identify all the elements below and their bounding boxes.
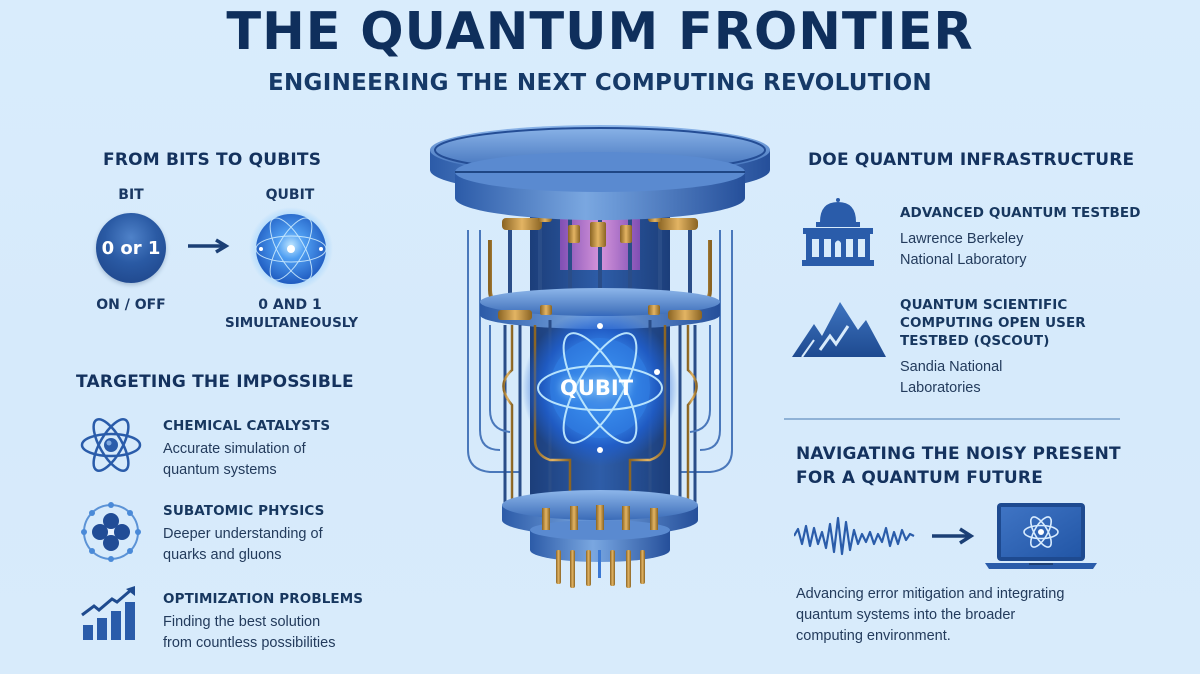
impossible-section-heading: TARGETING THE IMPOSSIBLE (76, 372, 354, 392)
item-title: OPTIMIZATION PROBLEMS (163, 591, 364, 607)
bit-caption: ON / OFF (96, 297, 166, 313)
growth-chart-icon (81, 586, 135, 640)
item-title: ADVANCED QUANTUM TESTBED (900, 205, 1141, 221)
capitol-building-icon (802, 198, 874, 266)
noisy-heading-line1: NAVIGATING THE NOISY PRESENT (796, 444, 1121, 464)
item-title-line1: QUANTUM SCIENTIFIC (900, 297, 1068, 313)
arrow-right-icon (932, 527, 975, 545)
arrow-right-icon (188, 238, 230, 254)
item-title: SUBATOMIC PHYSICS (163, 503, 325, 519)
org-line2: National Laboratory (900, 252, 1027, 268)
page-title: THE QUANTUM FRONTIER (226, 2, 974, 62)
atom-icon (80, 418, 142, 472)
noisy-desc-line3: computing environment. (796, 628, 951, 644)
qubit-sphere-icon (249, 207, 333, 291)
qubit-caption-line1: 0 AND 1 (258, 297, 322, 313)
org-line1: Lawrence Berkeley (900, 231, 1024, 247)
noisy-heading-line2: FOR A QUANTUM FUTURE (796, 468, 1044, 488)
qubit-label: QUBIT (265, 187, 315, 203)
item-desc-line1: Deeper understanding of (163, 526, 323, 542)
noise-wave-icon (794, 516, 915, 556)
bit-sphere: 0 or 1 (96, 213, 166, 283)
page-subtitle: ENGINEERING THE NEXT COMPUTING REVOLUTIO… (268, 70, 932, 96)
nucleus-icon (81, 502, 141, 562)
bit-value: 0 or 1 (101, 237, 161, 259)
item-desc-line2: quarks and gluons (163, 547, 282, 563)
bits-section-heading: FROM BITS TO QUBITS (103, 150, 322, 170)
center-qubit-label: QUBIT (560, 376, 634, 400)
dilution-refrigerator-icon (430, 125, 770, 588)
item-desc-line1: Finding the best solution (163, 614, 321, 630)
noisy-desc-line1: Advancing error mitigation and integrati… (796, 586, 1065, 602)
item-title-line3: TESTBED (QSCOUT) (900, 333, 1050, 349)
laptop-atom-icon (985, 503, 1097, 569)
item-title: CHEMICAL CATALYSTS (163, 418, 331, 434)
item-desc-line1: Accurate simulation of (163, 441, 306, 457)
noisy-desc-line2: quantum systems into the broader (796, 607, 1016, 623)
qubit-caption-line2: SIMULTANEOUSLY (225, 315, 359, 331)
item-desc-line2: quantum systems (163, 462, 277, 478)
mountain-icon (792, 302, 886, 358)
org-line1: Sandia National (900, 359, 1003, 375)
org-line2: Laboratories (900, 380, 981, 396)
bit-label: BIT (118, 187, 144, 203)
infrastructure-heading: DOE QUANTUM INFRASTRUCTURE (808, 150, 1135, 170)
item-title-line2: COMPUTING OPEN USER (900, 315, 1086, 331)
section-divider (784, 418, 1120, 420)
item-desc-line2: from countless possibilities (163, 635, 336, 651)
